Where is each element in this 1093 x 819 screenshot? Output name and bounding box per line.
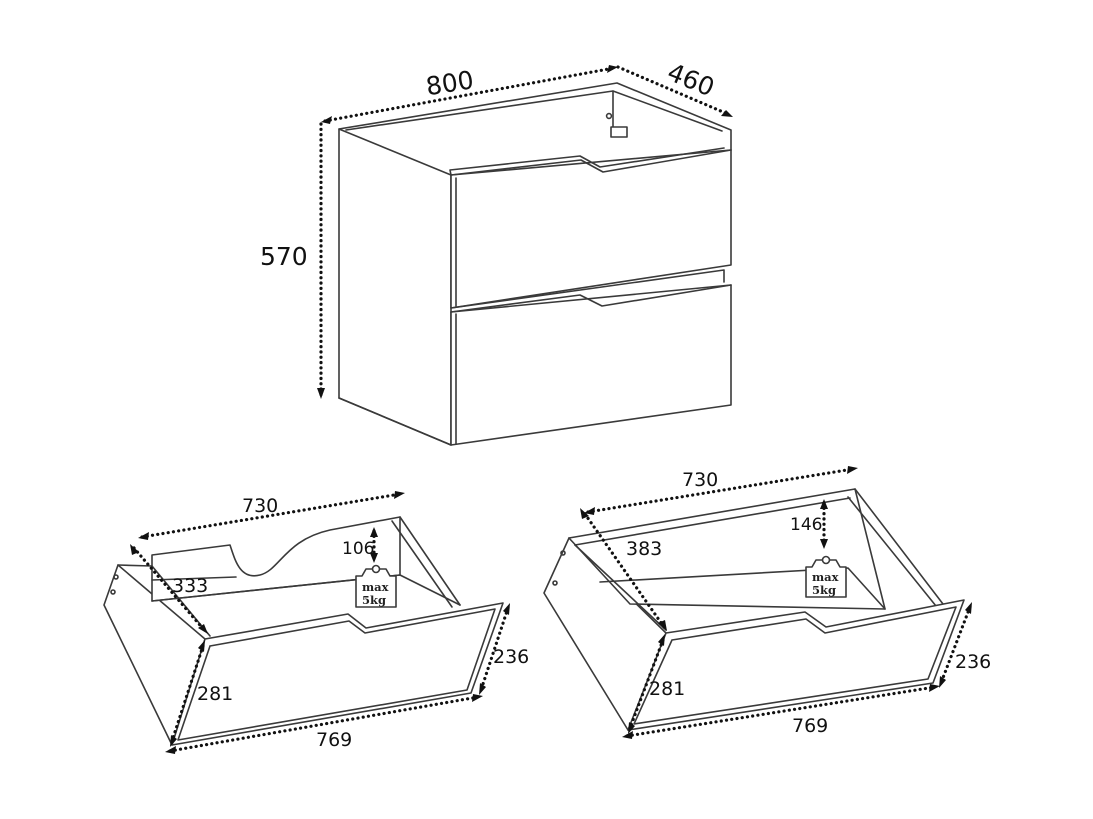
cabinet [338, 82, 732, 446]
dim-line-upper-front-width [168, 695, 480, 753]
drawer-upper-dimensions: 730 333 106 236 281 769 [130, 491, 529, 754]
cabinet-side-panel [338, 128, 452, 446]
drawer-lower-inner-height-label: 146 [790, 515, 822, 535]
dim-line-depth [616, 65, 732, 117]
drawer-upper-side-height-label: 281 [197, 683, 233, 705]
drawer-upper-weight-value: 5kg [362, 593, 386, 607]
drawer-lower-back-width-label: 730 [682, 469, 718, 491]
cabinet-height-label: 570 [260, 242, 308, 271]
weight-icon: max 5kg [805, 555, 847, 598]
dim-line-lower-inner-depth [583, 512, 666, 629]
drawer-lower-front-width-label: 769 [792, 715, 828, 737]
drawer-lower-inner-depth-label: 383 [626, 538, 662, 560]
cabinet-mount-hole [605, 112, 613, 120]
drawer-upper-cutout-label: 106 [342, 539, 374, 559]
drawer-upper-inner-depth-label: 333 [172, 575, 208, 597]
drawer-lower-side-height-label: 281 [649, 678, 685, 700]
drawer-lower [543, 488, 965, 731]
drawer-lower-front-panel [627, 599, 965, 731]
dim-line-lower-side-height [628, 638, 665, 730]
drawer-upper [103, 516, 504, 746]
cabinet-lower-front [450, 284, 732, 446]
cabinet-upper-handle-groove [449, 147, 725, 176]
drawer-upper-front-width-label: 769 [316, 729, 352, 751]
cabinet-depth-label: 460 [663, 57, 718, 102]
drawer-lower-front-height-label: 236 [955, 651, 991, 673]
dim-line-upper-side-height [170, 644, 205, 743]
drawer-upper-back-width-label: 730 [242, 495, 278, 517]
cabinet-mount-bracket [610, 126, 628, 138]
cabinet-top-rim [338, 82, 732, 151]
drawer-lower-weight-max: max [812, 570, 839, 584]
drawer-upper-weight-max: max [362, 580, 389, 594]
cabinet-upper-front [450, 149, 732, 309]
dim-line-lower-back-width [586, 467, 855, 514]
dim-line-upper-back-width [140, 492, 402, 539]
dim-line-width [323, 66, 616, 123]
drawer-upper-back-panel [117, 516, 401, 602]
dim-line-lower-front-width [625, 685, 937, 738]
weight-icon: max 5kg [355, 564, 397, 608]
drawer-lower-dimensions: 730 383 146 236 281 769 [580, 466, 991, 739]
dim-line-upper-inner-depth [132, 546, 207, 633]
drawer-upper-front-height-label: 236 [493, 646, 529, 668]
dim-line-lower-front-height [939, 605, 972, 685]
cabinet-width-label: 800 [424, 65, 476, 101]
drawer-upper-front-panel [171, 602, 504, 746]
dim-line-upper-front-height [479, 606, 510, 692]
drawer-lower-weight-value: 5kg [812, 583, 836, 597]
